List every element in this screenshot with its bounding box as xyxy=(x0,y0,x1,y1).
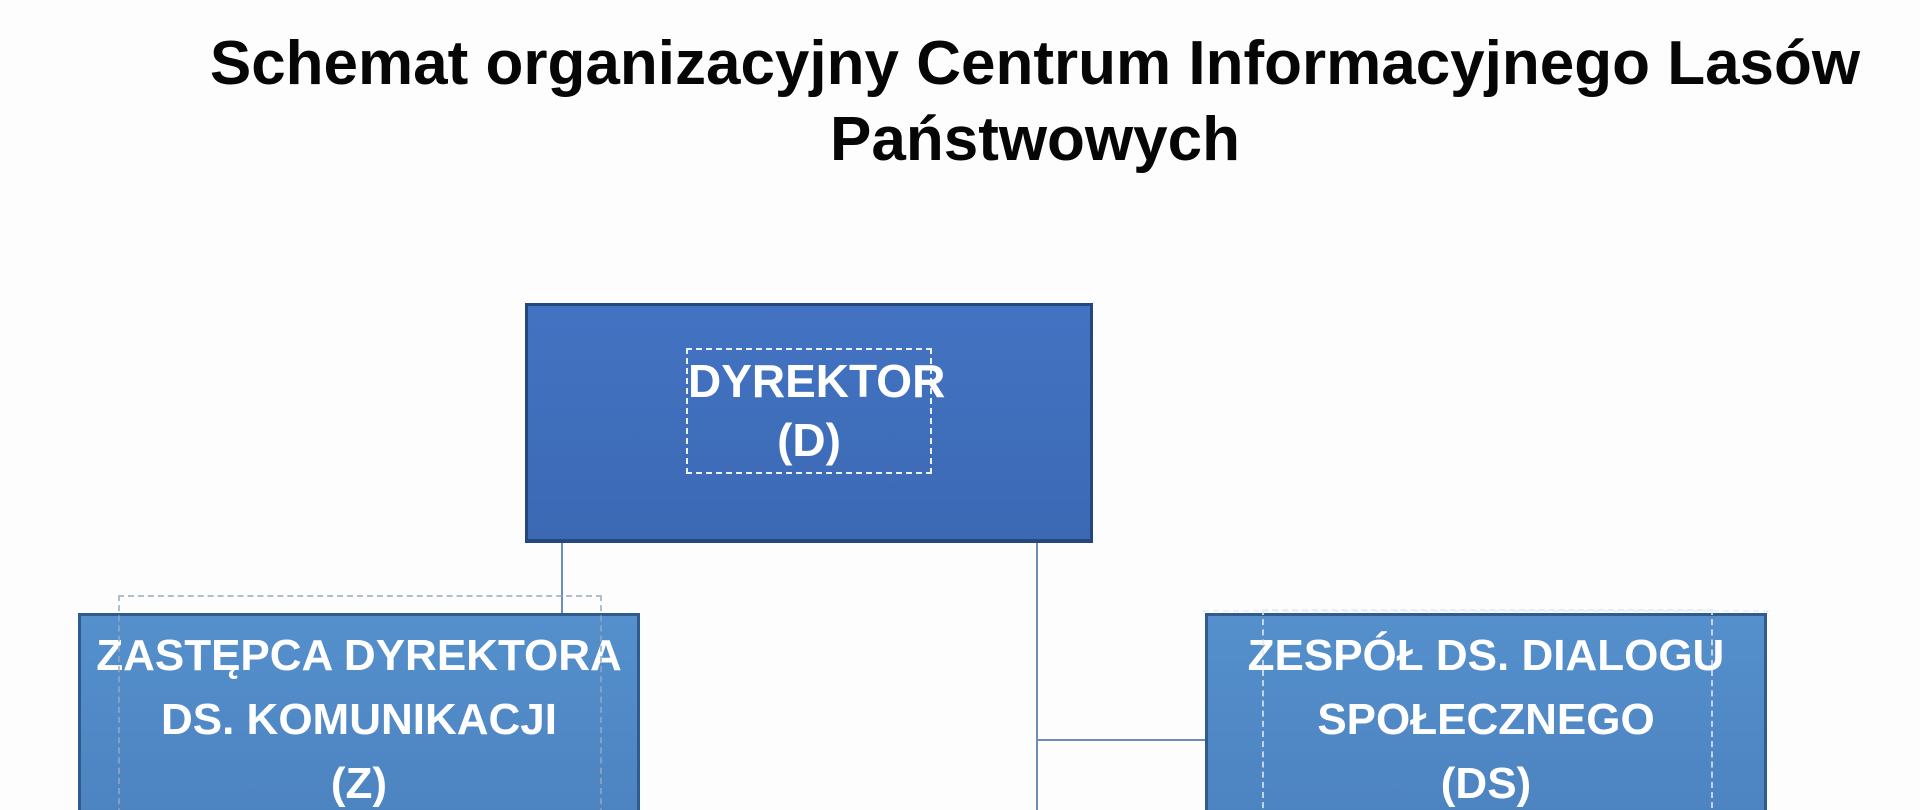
page-title-line-1: Schemat organizacyjny Centrum Informacyj… xyxy=(209,29,1861,98)
connector-branch-to-social-dialogue-team xyxy=(1036,739,1206,741)
director-label-line-2: (D) xyxy=(777,414,841,466)
connector-director-to-deputy xyxy=(561,543,563,614)
page-title: Schemat organizacyjny Centrum Informacyj… xyxy=(150,26,1920,178)
social-dialogue-team-label-line-1: ZESPÓŁ DS. DIALOGU xyxy=(1247,631,1725,680)
social-dialogue-team-dashed-top-edge xyxy=(1203,610,1769,612)
director-text-frame-dashed: DYREKTOR (D) xyxy=(686,348,946,474)
deputy-director-label: ZASTĘPCA DYREKTORA DS. KOMUNIKACJI (Z) xyxy=(81,624,637,810)
connector-director-trunk xyxy=(1036,543,1038,810)
page-title-line-2: Państwowych xyxy=(830,105,1240,174)
social-dialogue-team-label-line-2: SPOŁECZNEGO xyxy=(1317,695,1655,744)
org-node-deputy-director: ZASTĘPCA DYREKTORA DS. KOMUNIKACJI (Z) xyxy=(78,613,640,810)
deputy-director-label-line-1: ZASTĘPCA DYREKTORA xyxy=(96,631,622,680)
org-node-social-dialogue-team: ZESPÓŁ DS. DIALOGU SPOŁECZNEGO (DS) xyxy=(1205,613,1767,810)
social-dialogue-team-label: ZESPÓŁ DS. DIALOGU SPOŁECZNEGO (DS) xyxy=(1208,624,1764,810)
deputy-director-label-line-3: (Z) xyxy=(330,759,388,808)
org-node-director: DYREKTOR (D) xyxy=(525,303,1093,543)
deputy-director-label-line-2: DS. KOMUNIKACJI xyxy=(160,695,558,744)
director-label-line-1: DYREKTOR xyxy=(688,355,946,407)
social-dialogue-team-label-line-3: (DS) xyxy=(1440,759,1532,808)
